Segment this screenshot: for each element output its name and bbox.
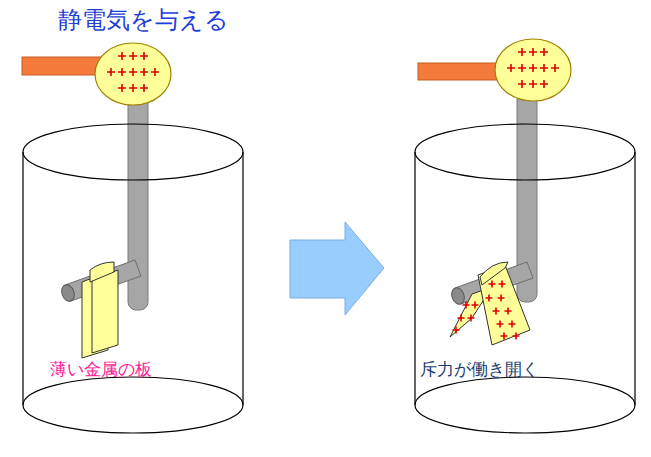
right-electroscope [415, 39, 635, 433]
title: 静電気を与える [58, 4, 229, 36]
foil-label: 薄い金属の板 [50, 358, 152, 381]
process-arrow [290, 222, 384, 315]
repulsion-label: 斥力が働き開く [420, 358, 539, 381]
left-electroscope [22, 43, 243, 433]
charge-symbols [107, 48, 559, 340]
